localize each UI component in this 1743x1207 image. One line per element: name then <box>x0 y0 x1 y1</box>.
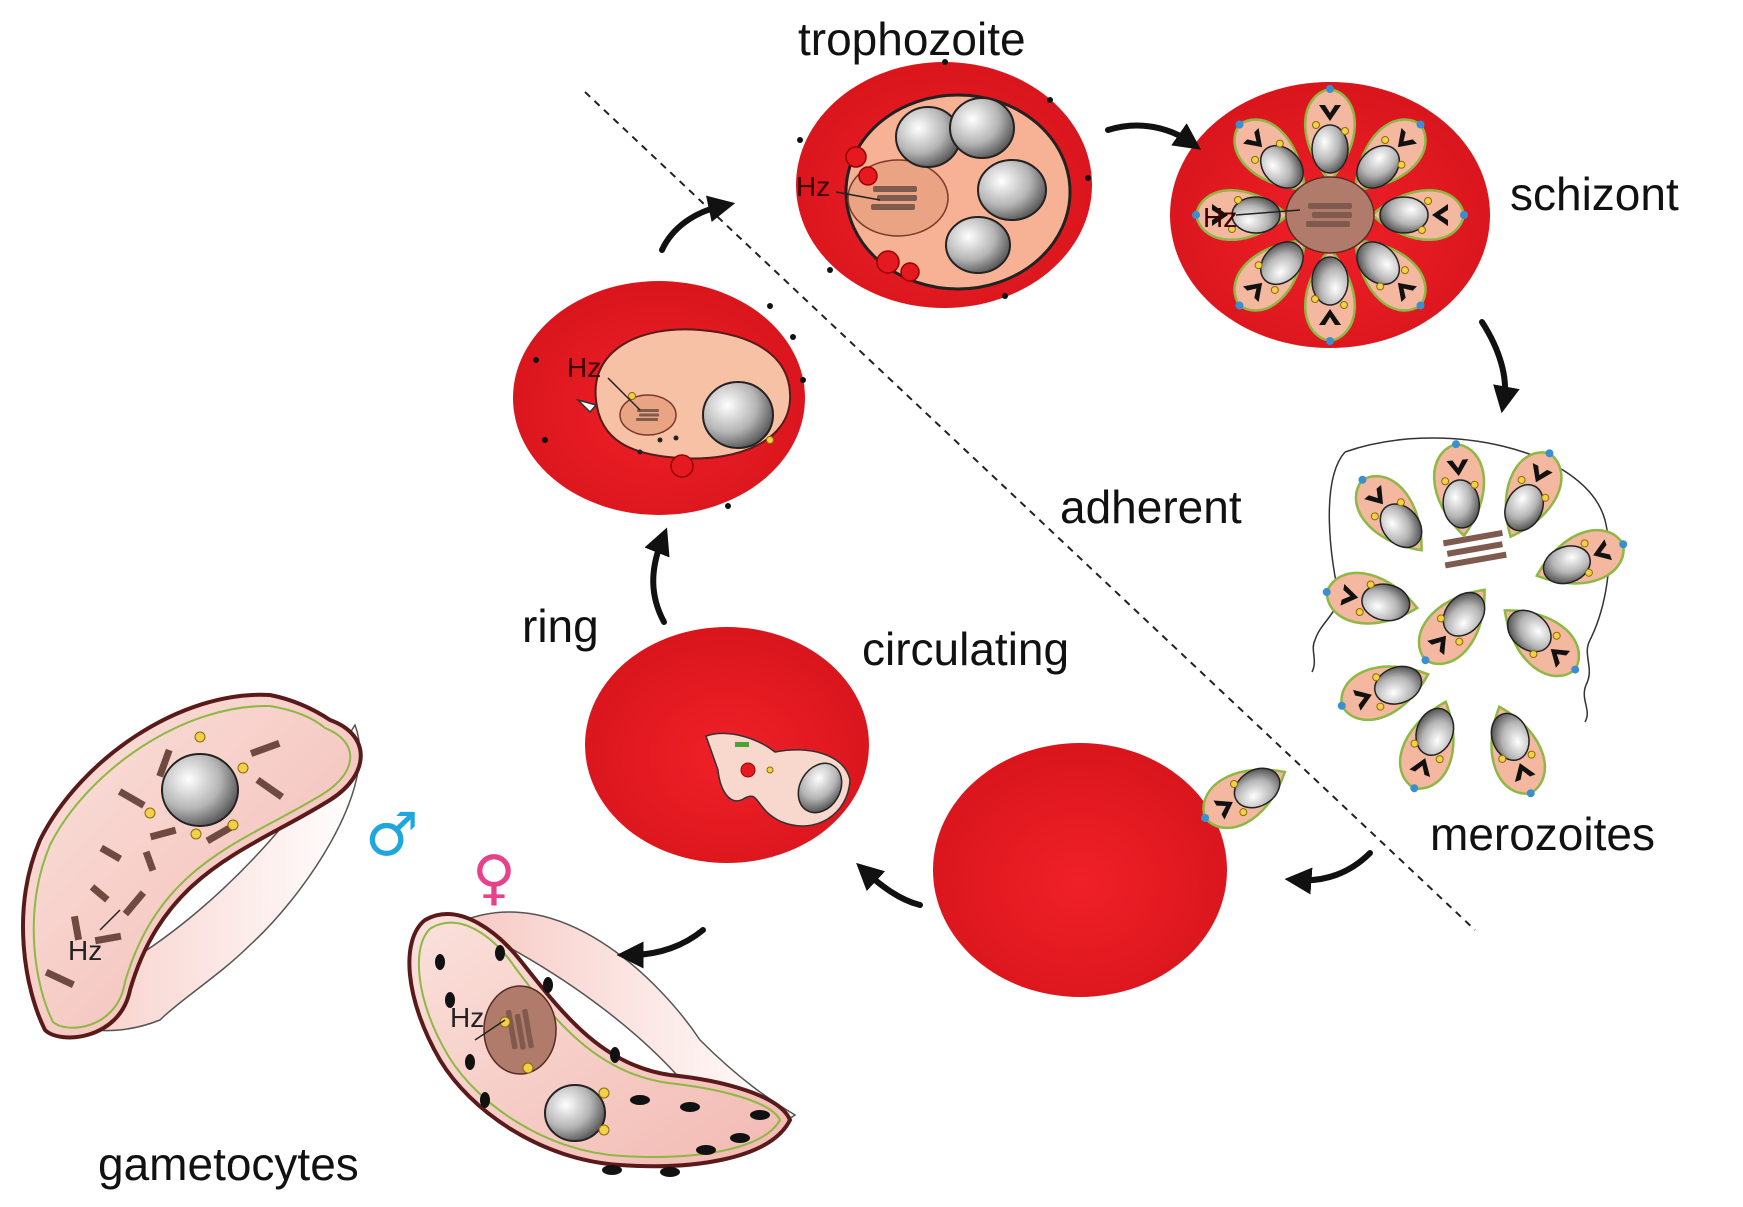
invaded-rbc-cell <box>933 743 1299 997</box>
trophozoite-stage-cell: Hz <box>796 59 1092 308</box>
ring-hz-label: Hz <box>567 352 601 383</box>
male-gametocyte: Hz <box>21 692 363 1040</box>
ring-label: ring <box>522 600 599 652</box>
adherent-circulating-divider <box>584 91 1476 931</box>
merozoites-to-invasion-arrow <box>1284 850 1373 895</box>
schizont-label: schizont <box>1510 168 1679 220</box>
trophozoite-label: trophozoite <box>798 13 1026 65</box>
gametocytes-label: gametocytes <box>98 1138 359 1190</box>
ring-to-trophozoite-arrow <box>659 195 736 253</box>
merozoites-label: merozoites <box>1430 808 1655 860</box>
ring-stage-cell: Hz <box>513 281 806 515</box>
female-gametocyte: Hz <box>407 911 797 1177</box>
female-hz-label: Hz <box>450 1002 484 1033</box>
female-symbol-icon: ♀ <box>472 843 516 913</box>
circulating-label: circulating <box>862 623 1069 675</box>
adherent-label: adherent <box>1060 481 1242 533</box>
schizont-stage-cell: Hz <box>1170 82 1490 348</box>
circulating-to-ring-arrow <box>644 527 670 625</box>
schizont-to-merozoites-arrow <box>1479 319 1520 414</box>
merozoites-release <box>1311 436 1637 807</box>
invasion-to-circulating-arrow <box>856 862 923 908</box>
male-symbol-icon: ♂ <box>365 800 419 870</box>
circulating-to-gametocyte-arrow <box>616 927 706 969</box>
trophozoite-hz-label: Hz <box>796 171 830 202</box>
trophozoite-to-schizont-arrow <box>1105 122 1202 150</box>
circulating-cell <box>585 627 869 863</box>
male-hz-label: Hz <box>68 935 102 966</box>
schizont-hz-label: Hz <box>1203 202 1237 233</box>
